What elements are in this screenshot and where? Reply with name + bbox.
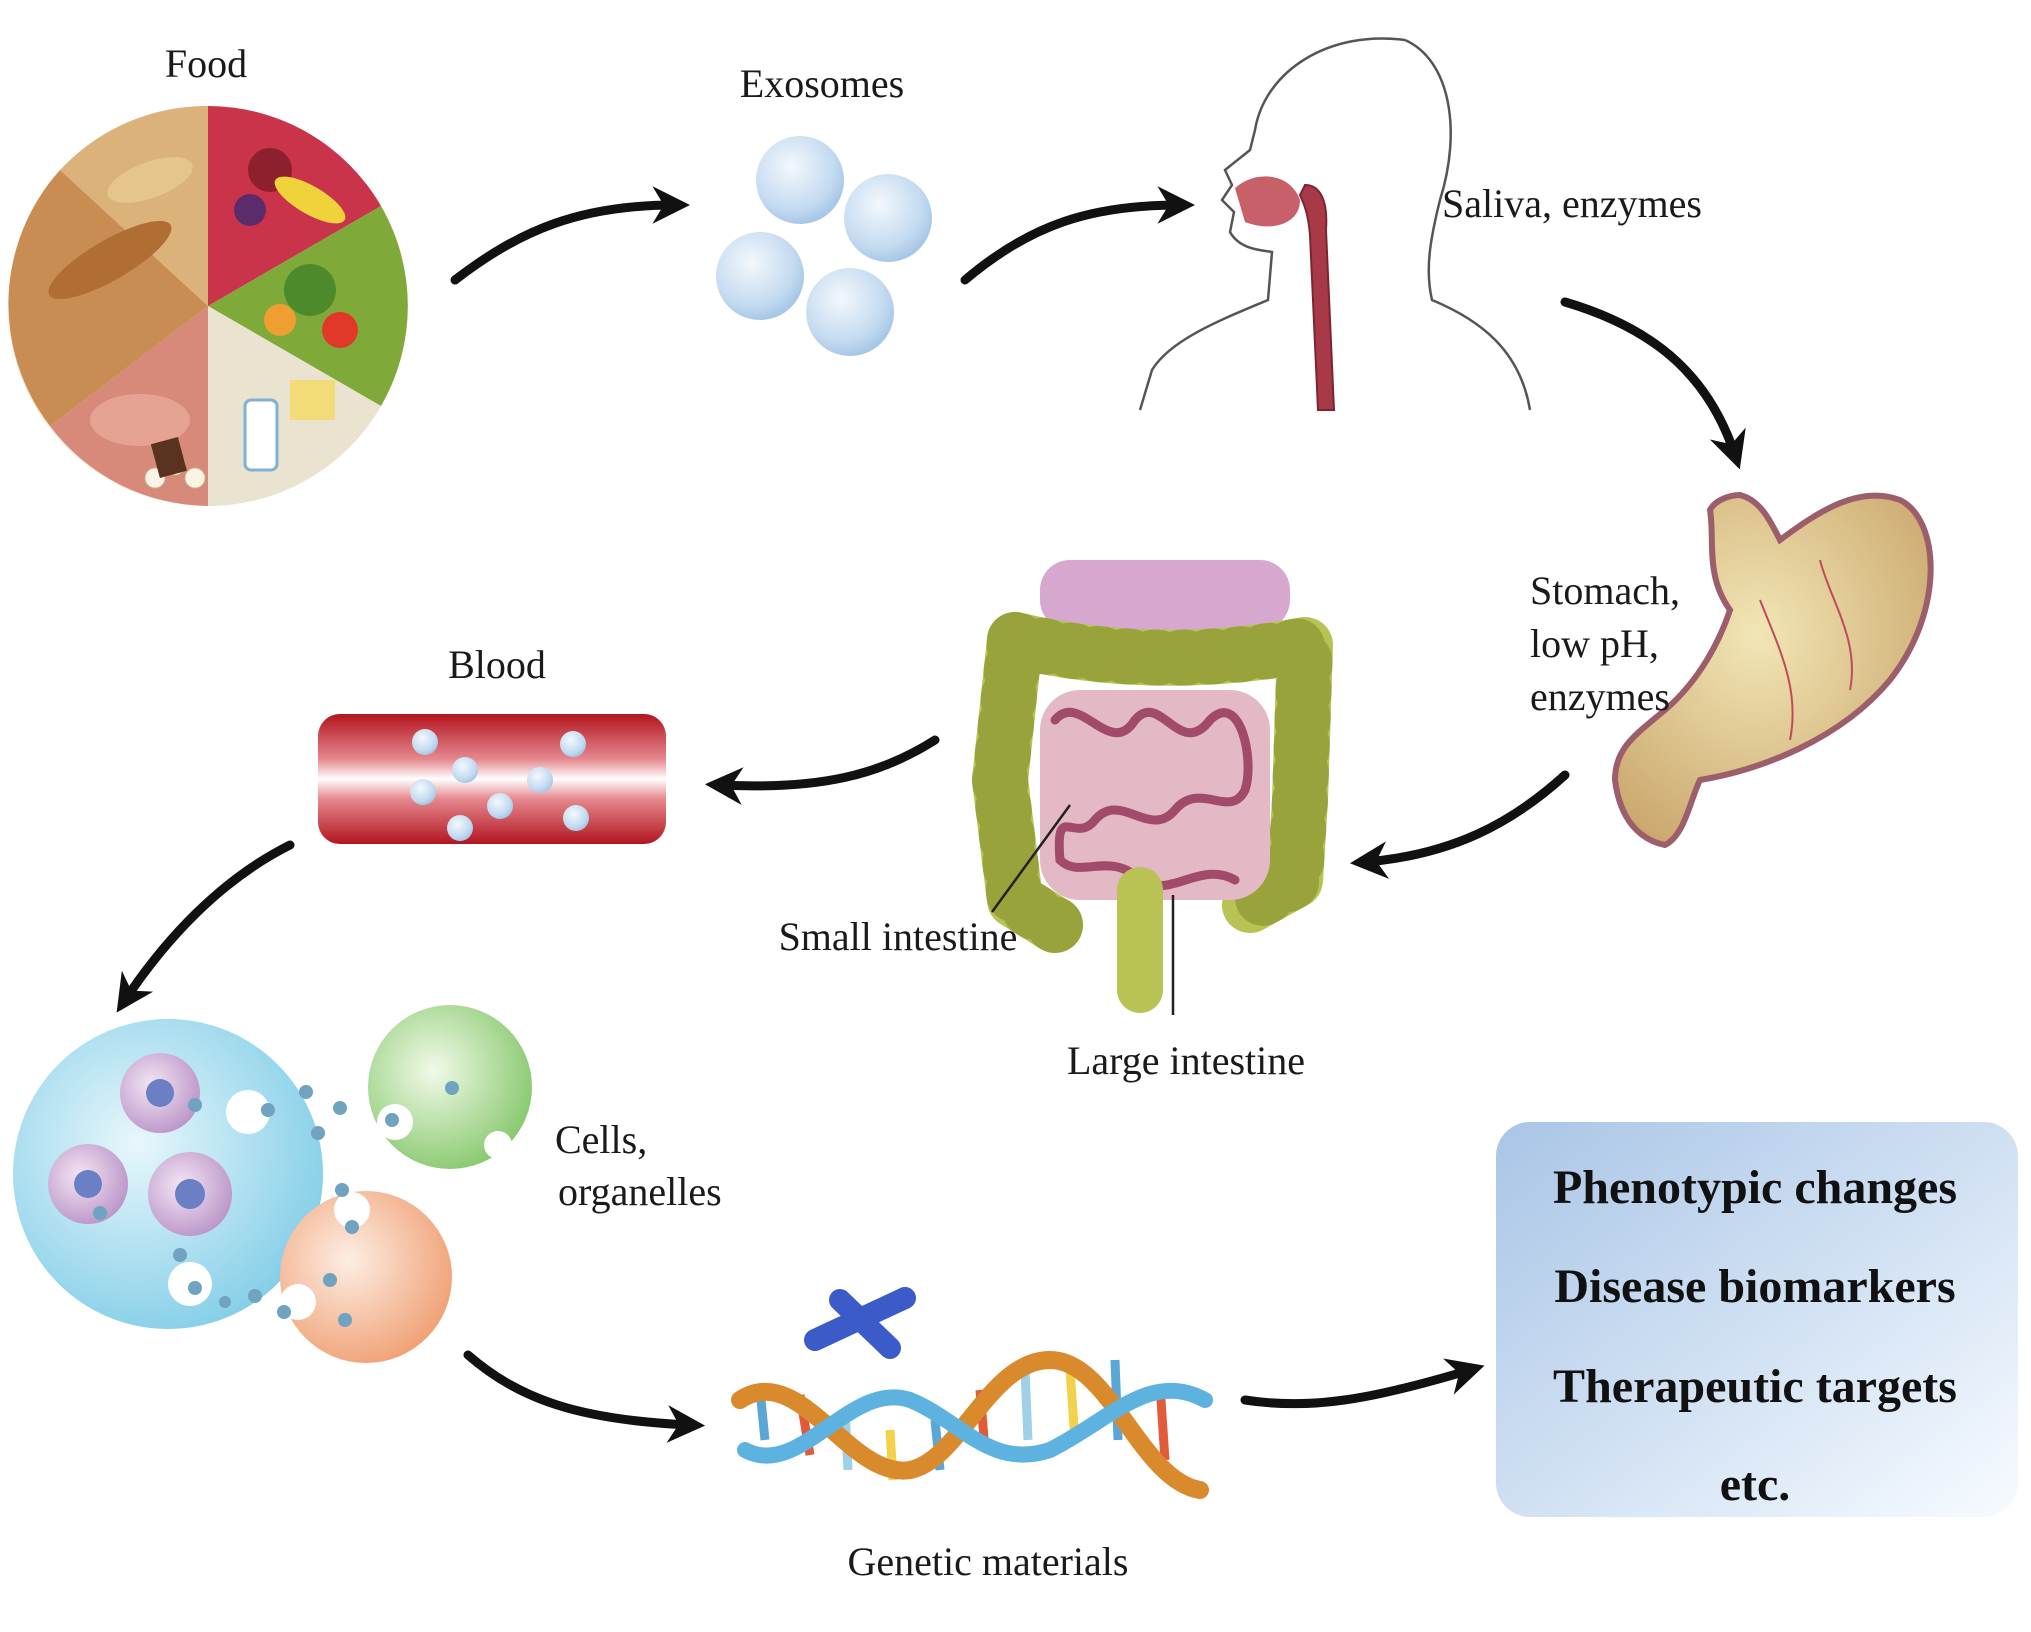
arrow-food-to-exosomes: [450, 186, 691, 285]
dna-helix-icon: [731, 1287, 1213, 1499]
arrow-stomach-to-intestine: [1349, 770, 1570, 879]
stomach-label-line-2: low pH,: [1530, 621, 1659, 666]
head-esophagus-icon: [1138, 37, 1532, 411]
small-intestine-label: Small intestine: [779, 914, 1018, 959]
outcomes-box: Phenotypic changes Disease biomarkers Th…: [1496, 1122, 2018, 1517]
stomach-label-line-1: Stomach,: [1530, 568, 1680, 613]
outcome-phenotypic-changes: Phenotypic changes: [1553, 1161, 1957, 1214]
stomach-label-line-3: enzymes: [1530, 674, 1670, 719]
blood-label: Blood: [448, 642, 546, 687]
arrow-intestine-to-blood: [704, 735, 940, 806]
cells-label-line-2: organelles: [558, 1169, 722, 1214]
stomach-icon: [1611, 491, 1934, 849]
cells-label: Cells, organelles: [555, 1117, 722, 1214]
large-intestine-label: Large intestine: [1067, 1038, 1305, 1083]
arrow-blood-to-cells: [116, 840, 295, 1013]
mouth-throat-icon: [1235, 176, 1336, 411]
exosomes-label: Exosomes: [740, 61, 904, 106]
outcome-disease-biomarkers: Disease biomarkers: [1554, 1260, 1955, 1313]
stomach-label: Stomach, low pH, enzymes: [1530, 568, 1680, 719]
exosome-particles-icon: [716, 136, 932, 356]
food-label: Food: [165, 41, 247, 86]
saliva-enzymes-label: Saliva, enzymes: [1442, 181, 1702, 226]
genetic-materials-label: Genetic materials: [848, 1539, 1129, 1584]
outcome-etc: etc.: [1720, 1458, 1791, 1511]
cells-organelles-icon: [13, 1005, 532, 1363]
outcome-therapeutic-targets: Therapeutic targets: [1553, 1360, 1957, 1413]
arrow-mouth-to-stomach: [1560, 297, 1746, 470]
arrow-dna-to-outcomes: [1240, 1358, 1485, 1409]
flow-arrows: [116, 186, 1746, 1443]
cells-label-line-1: Cells,: [555, 1117, 647, 1162]
blood-vessel-icon: [318, 714, 666, 844]
intestines-icon: [972, 560, 1333, 1015]
arrow-exosomes-to-mouth: [960, 186, 1196, 285]
food-plate-icon: [8, 105, 408, 506]
arrow-cells-to-dna: [463, 1350, 706, 1443]
outcomes-box-background: [1496, 1122, 2018, 1517]
